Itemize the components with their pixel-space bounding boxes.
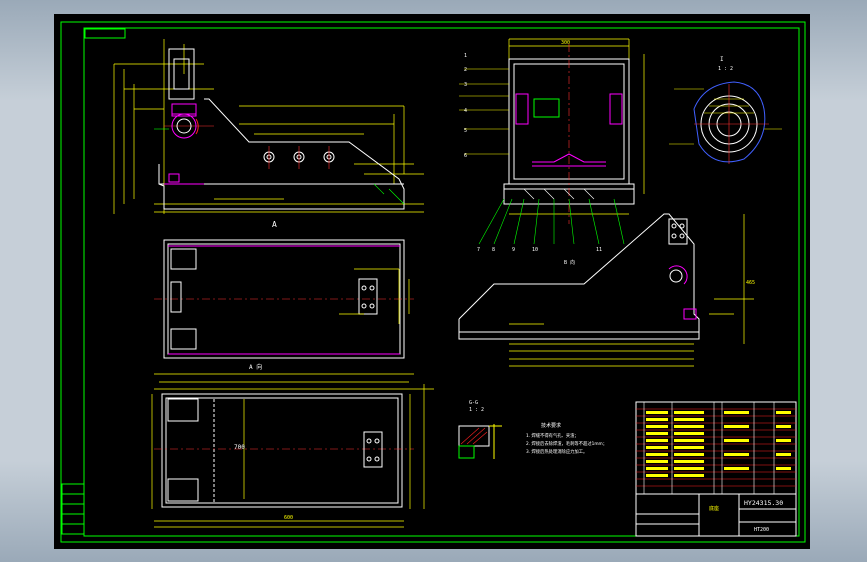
section-G-G: G-G 1 : 2 xyxy=(458,400,502,459)
detail-label: I xyxy=(720,56,724,63)
a-direction-view: A 向 xyxy=(151,363,434,528)
drawing-number: HY24315.30 xyxy=(744,499,783,507)
leader-9: 9 xyxy=(512,247,515,253)
plan-view xyxy=(154,239,414,359)
leader-8: 8 xyxy=(492,247,495,253)
inner-border xyxy=(83,27,800,537)
drawing-sheet[interactable]: A xyxy=(54,14,810,549)
drawing-code-box xyxy=(84,28,126,39)
dim-plan-length: 700 xyxy=(234,444,245,451)
leader-4: 4 xyxy=(464,108,467,114)
cad-drawing: A xyxy=(60,21,806,543)
base-side-view: 465 xyxy=(458,213,755,367)
leader-11: 11 xyxy=(596,247,602,253)
tech-line-3: 3. 焊接后热处理消除应力加工。 xyxy=(526,448,587,455)
leader-2: 2 xyxy=(464,67,467,73)
parts-list: HY24315.30 底座 HT200 xyxy=(635,401,797,537)
view-a-title: A 向 xyxy=(249,363,262,371)
tech-line-1: 1. 焊缝不得有气孔、夹渣； xyxy=(526,432,579,439)
leader-10: 10 xyxy=(532,247,538,253)
leader-3: 3 xyxy=(464,82,467,88)
view-A-marker: A xyxy=(272,220,277,229)
part-name: 底座 xyxy=(709,505,719,512)
dim-right-height: 465 xyxy=(746,280,755,286)
tech-line-2: 2. 焊接后去除焊渣，毛刺等不超过1mm； xyxy=(526,440,607,447)
dim-top-width: 300 xyxy=(561,40,570,46)
material-note: HT200 xyxy=(754,527,769,533)
side-section-view: B 向 300 1 2 3 4 5 6 7 8 9 10 11 xyxy=(459,38,645,266)
tech-title: 技术要求 xyxy=(541,422,561,429)
section-label: G-G xyxy=(469,400,478,406)
view-b-title: B 向 xyxy=(564,259,575,266)
leader-6: 6 xyxy=(464,153,467,159)
front-view: A xyxy=(113,39,424,229)
detail-scale: 1 : 2 xyxy=(718,66,733,72)
leader-5: 5 xyxy=(464,128,467,134)
technical-requirements: 技术要求 1. 焊缝不得有气孔、夹渣； 2. 焊接后去除焊渣，毛刺等不超过1mm… xyxy=(526,422,607,455)
leader-1: 1 xyxy=(464,53,467,59)
leader-7: 7 xyxy=(477,247,480,253)
sheet-border xyxy=(60,21,806,543)
section-scale: 1 : 2 xyxy=(469,407,484,413)
detail-view-I: I 1 : 2 xyxy=(669,56,782,164)
left-margin-table xyxy=(61,483,85,535)
dim-bottom-length: 600 xyxy=(284,515,293,521)
